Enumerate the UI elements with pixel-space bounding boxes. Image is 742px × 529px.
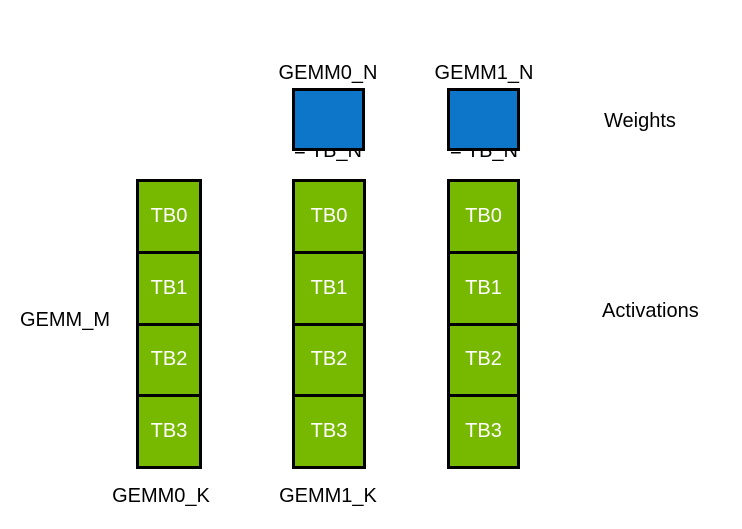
gemm1-activations-column: TB0 TB1 TB2 TB3 xyxy=(447,179,520,469)
tb-cell: TB1 xyxy=(450,254,517,326)
weights-label: Weights xyxy=(604,110,676,132)
tb-cell: TB0 xyxy=(139,182,199,254)
tb-cell: TB2 xyxy=(139,326,199,398)
tb-cell: TB3 xyxy=(310,420,348,443)
input-activations-column: TB0 TB1 TB2 TB3 xyxy=(136,179,202,469)
tb-cell: TB1 xyxy=(139,254,199,326)
tb-cell: TB0 xyxy=(450,182,517,254)
gemm0-n-label-line1: GEMM0_N xyxy=(278,62,378,84)
gemm0-weights-tile xyxy=(292,88,365,151)
tb-cell: TB2 xyxy=(295,326,363,398)
activations-label: Activations xyxy=(602,300,699,322)
gemm0-k-label: GEMM0_K xyxy=(112,485,210,507)
tb-cell: TB2 xyxy=(450,326,517,398)
tb-cell: TB3 xyxy=(150,420,188,443)
gemm1-n-label-line1: GEMM1_N xyxy=(434,62,534,84)
tb-cell: TB1 xyxy=(295,254,363,326)
gemm-m-label: GEMM_M xyxy=(20,309,110,331)
tb-cell: TB0 xyxy=(295,182,363,254)
gemm0-activations-column: TB0 TB1 TB2 TB3 xyxy=(292,179,366,469)
gemm1-weights-tile xyxy=(447,88,520,151)
gemm1-k-label: GEMM1_K xyxy=(279,485,377,507)
tb-cell: TB3 xyxy=(465,420,502,443)
